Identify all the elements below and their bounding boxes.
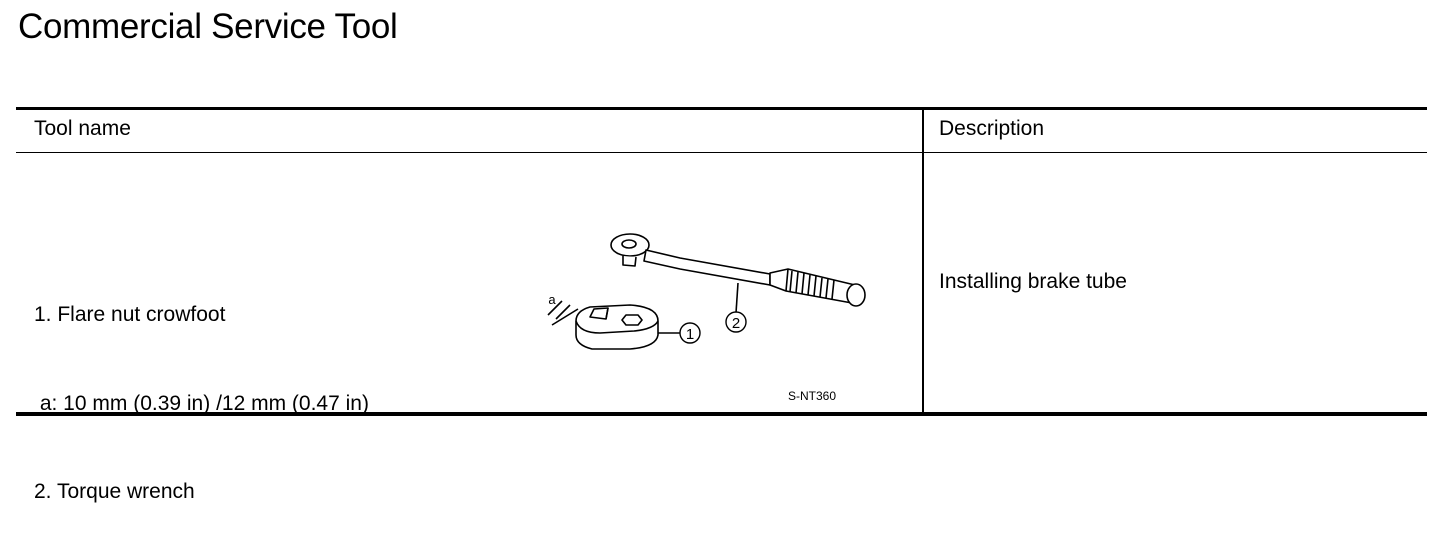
table-column-divider — [922, 110, 924, 412]
figure-code: S-NT360 — [788, 389, 837, 403]
callout-label-2: 2 — [732, 315, 740, 332]
torque-wrench-drawing — [610, 233, 866, 314]
table-header-rule — [16, 152, 1427, 153]
tool-illustration: 1 2 a — [547, 233, 866, 350]
tool-line-crowfoot: 1. Flare nut crowfoot — [34, 303, 226, 326]
table-top-rule — [16, 107, 1427, 110]
callout-label-1: 1 — [686, 326, 694, 343]
tool-line-crowfoot-size: a: 10 mm (0.39 in) /12 mm (0.47 in) — [34, 391, 369, 415]
header-tool-name: Tool name — [34, 117, 131, 140]
dimension-label-a: a — [548, 292, 556, 307]
tool-line-torque-wrench: 2. Torque wrench — [34, 480, 195, 503]
description-cell: Installing brake tube — [939, 270, 1127, 293]
crowfoot-drawing — [547, 300, 680, 350]
table-bottom-rule — [16, 412, 1427, 416]
tool-name-cell: 1. Flare nut crowfoot a: 10 mm (0.39 in)… — [34, 241, 369, 536]
callout-circle-2 — [725, 311, 747, 333]
callout-circle-1 — [679, 322, 701, 344]
header-description: Description — [939, 117, 1045, 140]
page-title: Commercial Service Tool — [18, 7, 398, 46]
